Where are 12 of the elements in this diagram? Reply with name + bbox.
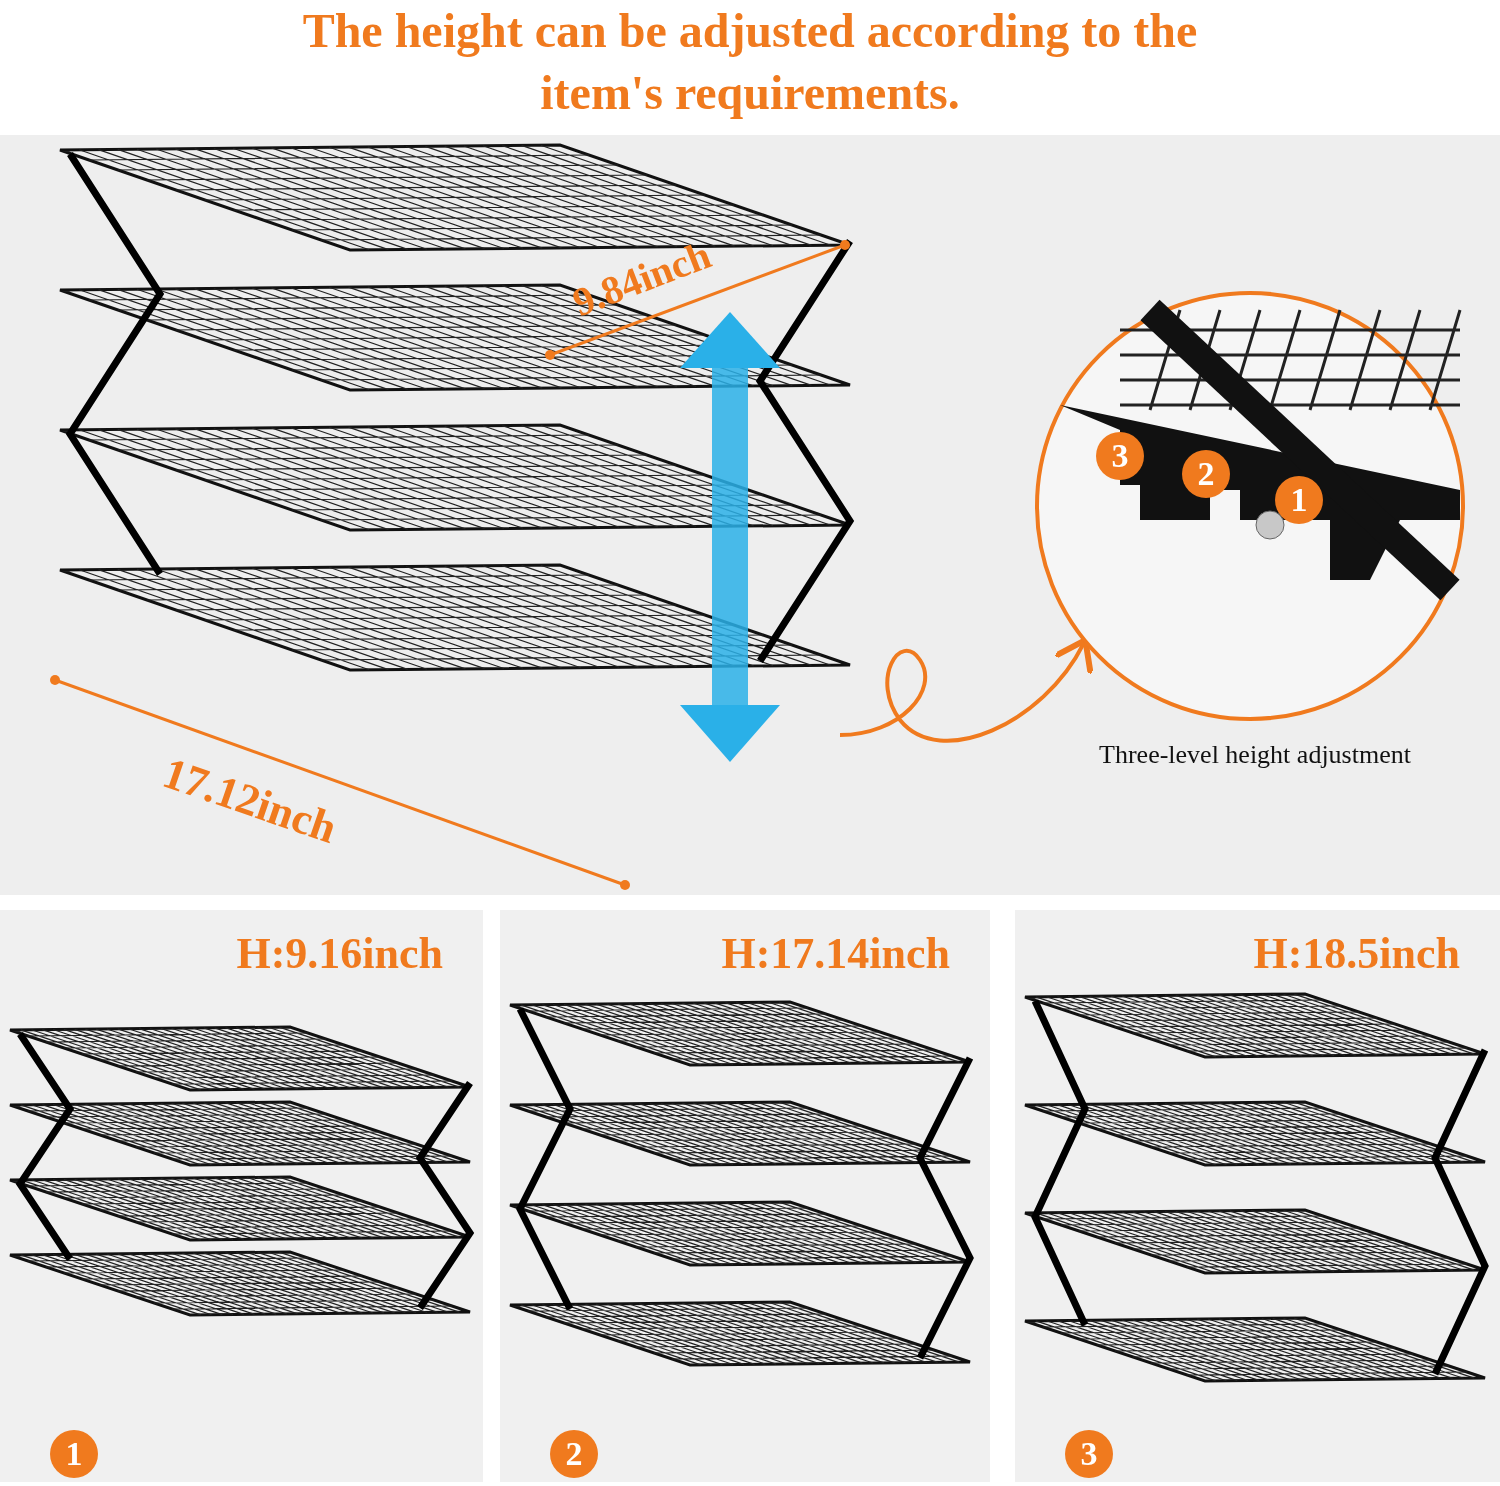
height-label: H:18.5inch	[1253, 928, 1460, 979]
callout-number: 1	[50, 1430, 98, 1478]
panel-card	[500, 910, 990, 1482]
curved-arrow	[839, 637, 1092, 743]
height-label: H:17.14inch	[721, 928, 950, 979]
callout-number: 3	[1065, 1430, 1113, 1478]
callout-number: 2	[550, 1430, 598, 1478]
panel-card	[0, 910, 483, 1482]
height-label: H:9.16inch	[236, 928, 443, 979]
node-label: Three-level height adjustment	[1098, 740, 1412, 770]
title: The height can be adjusted according to the item's requirements.	[301, 3, 1199, 121]
panel-card	[1015, 910, 1500, 1482]
